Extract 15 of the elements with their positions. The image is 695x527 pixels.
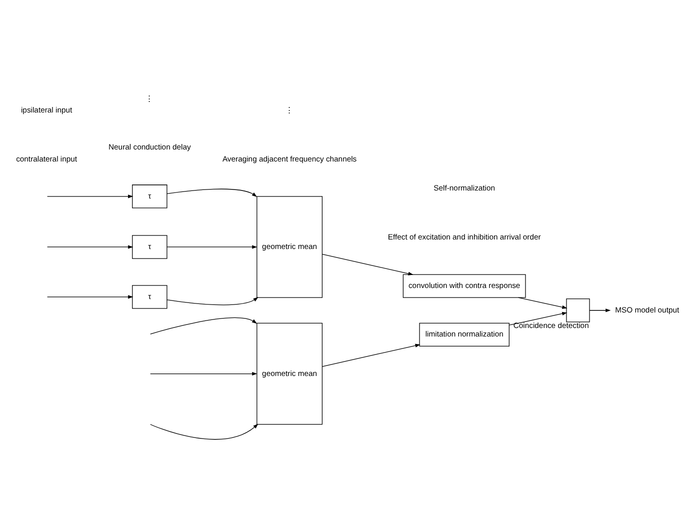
arrow <box>166 297 258 306</box>
arrow <box>166 188 258 197</box>
arrow <box>150 372 258 376</box>
arrow <box>589 308 611 312</box>
arrow <box>508 312 568 326</box>
arrow <box>46 245 134 249</box>
arrow <box>322 254 414 276</box>
arrow <box>166 245 258 249</box>
arrow <box>322 344 420 367</box>
arrow <box>46 295 134 299</box>
arrow <box>46 194 134 198</box>
arrow <box>150 318 258 334</box>
arrow <box>518 297 568 309</box>
node-box <box>566 298 590 322</box>
arrow <box>150 424 258 440</box>
